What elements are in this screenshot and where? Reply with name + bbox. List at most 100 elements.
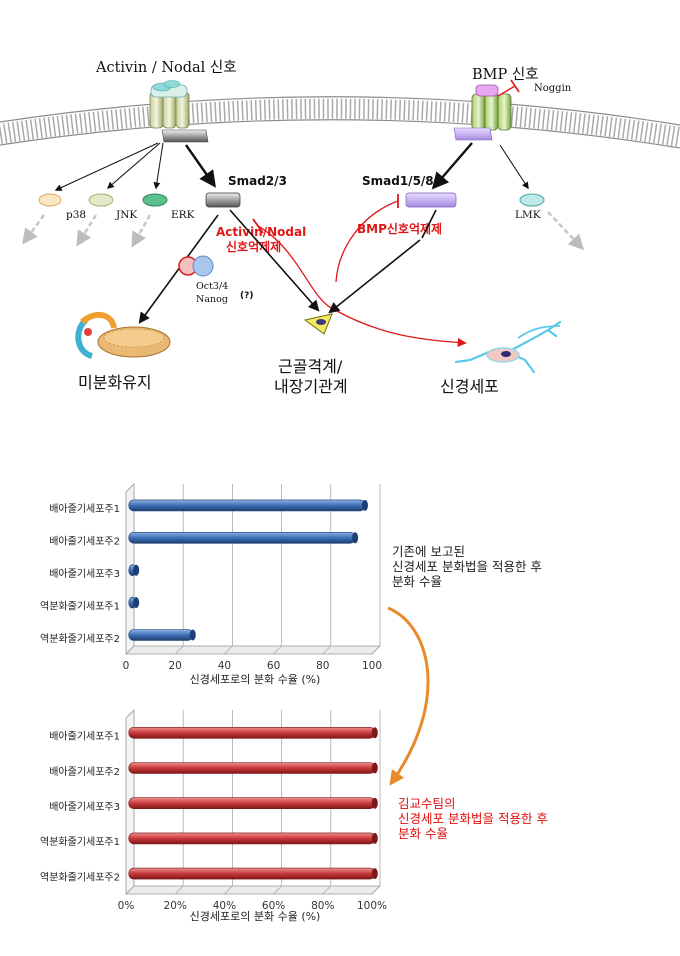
chart2-floor-gridline xyxy=(322,885,332,895)
chart1-bar-cap xyxy=(352,532,359,544)
nanog-label: Nanog xyxy=(196,294,228,305)
kinase-lmk-label: LMK xyxy=(515,209,541,221)
activin-signal-label: Activin / Nodal 신호 xyxy=(95,59,237,76)
chart2-bar xyxy=(128,832,376,845)
chart2-bar xyxy=(128,762,376,774)
chart1-annotation-line1: 기존에 보고된 xyxy=(392,544,465,559)
chart2-tick-label: 40% xyxy=(213,900,236,912)
chart1-category-label: 배아줄기세포주1 xyxy=(49,503,120,515)
chart1-bar-cap xyxy=(361,499,368,511)
chart2-floor-gridline xyxy=(125,885,135,895)
chart2-tick-label: 20% xyxy=(164,900,187,912)
bmp-inhibitor-symbol xyxy=(335,194,399,283)
neuron-icon xyxy=(454,320,562,374)
chart1-floor xyxy=(125,645,381,655)
outcome-undifferentiated-label: 미분화유지 xyxy=(78,373,152,392)
chart1-category-label: 배아줄기세포주2 xyxy=(49,536,120,548)
chart1-category-label: 역분화줄기세포주2 xyxy=(40,633,120,645)
chart1-floor-gridline xyxy=(224,645,233,655)
chart1-bar-cap xyxy=(133,564,140,576)
mesoderm-cell-icon xyxy=(303,313,333,335)
chart1-category-label: 역분화줄기세포주1 xyxy=(40,600,120,612)
smad158-node: Smad1/5/8 xyxy=(362,174,457,208)
chart1-bars xyxy=(128,499,368,641)
chart1-tick-label: 0 xyxy=(123,660,130,672)
chart1-bar-cap xyxy=(133,597,140,609)
chart1-tick-label: 40 xyxy=(218,660,231,672)
chart2-floor-gridline xyxy=(224,885,233,895)
chart2-bar-cap xyxy=(371,868,378,880)
activin-inhibitor-label-line2: 신호억제제 xyxy=(226,239,281,254)
chart2-bar-cap xyxy=(371,832,378,844)
kinase-jnk-label: JNK xyxy=(115,209,137,221)
chart1-category-labels: 배아줄기세포주1 배아줄기세포주2 배아줄기세포주3 역분화줄기세포주1 역분화줄기세포… xyxy=(40,503,120,645)
chart1-bar xyxy=(128,629,194,641)
chart1-annotation-line2: 신경세포 분화법을 적용한 후 xyxy=(392,559,542,574)
chart2-bar-cap xyxy=(371,762,378,774)
chart2-bar xyxy=(128,797,376,810)
oct-label: Oct3/4 xyxy=(196,281,228,292)
kinase-erk-label: ERK xyxy=(171,209,195,221)
chart2-category-label: 배아줄기세포주1 xyxy=(49,731,120,743)
chart2-bar-cap xyxy=(371,727,378,739)
chart1-bar-cap xyxy=(189,629,196,641)
chart2-floor xyxy=(125,885,381,895)
chart2-category-label: 역분화줄기세포주1 xyxy=(40,836,120,848)
chart2-bars xyxy=(128,726,378,880)
chart1-annotation-line3: 분화 수율 xyxy=(392,574,442,589)
stem-cell-colony-icon xyxy=(75,311,171,359)
oct-nanog-node: Oct3/4 Nanog (?) xyxy=(178,255,253,305)
chart1-floor-gridline xyxy=(273,645,282,655)
chart2-annotation-line1: 김교수팀의 xyxy=(398,796,456,811)
chart1-category-label: 배아줄기세포주3 xyxy=(49,568,120,580)
chart1-tick-label: 20 xyxy=(169,660,182,672)
chart2-tick-label: 100% xyxy=(357,900,387,912)
chart1-tick-labels: 0 20 40 60 80 100 xyxy=(123,660,382,672)
chart2-x-axis-label: 신경세포로의 분화 수율 (%) xyxy=(190,910,321,923)
kinase-arrows xyxy=(54,142,529,191)
chart2-axes xyxy=(125,709,381,895)
chart2-category-labels: 배아줄기세포주1배아줄기세포주2배아줄기세포주3역분화줄기세포주1역분화줄기세포… xyxy=(40,731,120,884)
uncertain-mark: (?) xyxy=(240,291,253,301)
chart1-x-axis-label: 신경세포로의 분화 수율 (%) xyxy=(190,673,321,686)
outcome-meso-label-line2: 내장기관계 xyxy=(274,377,348,396)
chart2-bar-cap xyxy=(371,797,378,809)
chart-new-method: 배아줄기세포주1배아줄기세포주2배아줄기세포주3역분화줄기세포주1역분화줄기세포… xyxy=(40,709,548,923)
chart2-bar xyxy=(128,867,376,880)
noggin-label: Noggin xyxy=(534,83,572,94)
chart1-floor-gridline xyxy=(371,645,381,655)
chart1-bar xyxy=(128,499,366,512)
chart2-tick-label: 0% xyxy=(118,900,135,912)
chart2-tick-label: 80% xyxy=(311,900,334,912)
smad23-label: Smad2/3 xyxy=(228,174,287,188)
kinase-lmk: LMK xyxy=(515,193,585,251)
smad23-node: Smad2/3 xyxy=(205,174,287,208)
chart1-tick-label: 100 xyxy=(362,660,382,672)
bmp-signal-label: BMP 신호 xyxy=(472,66,539,83)
chart1-bar xyxy=(128,531,356,544)
chart2-category-label: 배아줄기세포주3 xyxy=(49,801,120,813)
chart2-floor-gridline xyxy=(273,885,282,895)
outcome-meso-label-line1: 근골격계/ xyxy=(278,357,343,376)
chart2-bar xyxy=(128,726,376,739)
kinase-jnk: JNK xyxy=(76,193,137,247)
chart2-tick-labels: 0%20%40%60%80%100% xyxy=(118,900,387,912)
chart2-floor-gridline xyxy=(174,885,184,895)
bmp-receptor xyxy=(453,84,512,141)
bmp-inhibitor-label: BMP신호억제제 xyxy=(357,221,442,236)
chart1-floor-gridline xyxy=(125,645,135,655)
chart1-tick-label: 60 xyxy=(267,660,280,672)
kinase-p38-label: p38 xyxy=(66,209,86,221)
smad158-label: Smad1/5/8 xyxy=(362,174,434,188)
chart-conventional-method: 배아줄기세포주1 배아줄기세포주2 배아줄기세포주3 역분화줄기세포주1 역분화줄기세포… xyxy=(40,483,542,686)
chart2-annotation-line2: 신경세포 분화법을 적용한 후 xyxy=(398,811,548,826)
chart2-category-label: 배아줄기세포주2 xyxy=(49,766,120,778)
outcome-neuron-label: 신경세포 xyxy=(440,377,499,396)
activin-receptor xyxy=(149,80,209,143)
chart2-floor-gridline xyxy=(371,885,381,895)
cell-membrane xyxy=(0,96,680,149)
kinase-erk: ERK xyxy=(131,193,195,248)
chart1-tick-label: 80 xyxy=(316,660,329,672)
chart1-floor-gridline xyxy=(322,645,332,655)
